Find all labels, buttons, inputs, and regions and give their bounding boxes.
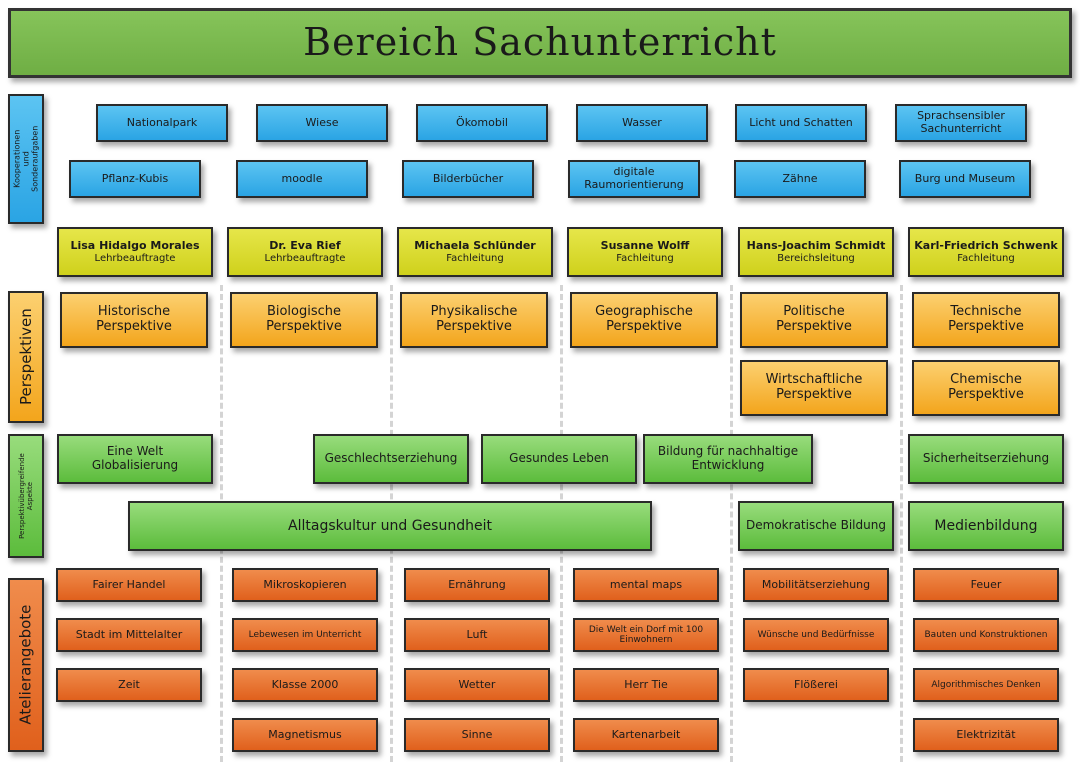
kooperation-box: Ökomobil	[416, 104, 548, 142]
person-role: Fachleitung	[446, 252, 504, 264]
aspekt-box: Demokratische Bildung	[738, 501, 894, 551]
atelier-box: Fairer Handel	[56, 568, 202, 602]
person-role: Bereichsleitung	[777, 252, 855, 264]
person-role: Fachleitung	[616, 252, 674, 264]
aspekt-box: Medienbildung	[908, 501, 1064, 551]
aspekt-box: Eine Welt Globalisierung	[57, 434, 213, 484]
kooperation-box: Bilderbücher	[402, 160, 534, 198]
atelier-box: Luft	[404, 618, 550, 652]
atelier-box: Sinne	[404, 718, 550, 752]
atelier-box: Ernährung	[404, 568, 550, 602]
perspektive-box: Biologische Perspektive	[230, 292, 378, 348]
atelier-box: Bauten und Konstruktionen	[913, 618, 1059, 652]
person-name: Karl-Friedrich Schwenk	[914, 238, 1058, 252]
person-name: Michaela Schlünder	[414, 238, 536, 252]
atelier-box: Magnetismus	[232, 718, 378, 752]
kooperation-box: Pflanz-Kubis	[69, 160, 201, 198]
person-name: Hans-Joachim Schmidt	[746, 238, 886, 252]
side-label-atelier: Atelierangebote	[8, 578, 44, 752]
atelier-box: Feuer	[913, 568, 1059, 602]
kooperation-box: Wasser	[576, 104, 708, 142]
kooperation-box: Wiese	[256, 104, 388, 142]
atelier-box: Mikroskopieren	[232, 568, 378, 602]
atelier-box: Mobilitätserziehung	[743, 568, 889, 602]
side-label-kooperationen: Kooperationen und Sonderaufgaben	[8, 94, 44, 224]
kooperation-box: Nationalpark	[96, 104, 228, 142]
side-label-uebergreifend: Perspektivübergreifende Aspekte	[8, 434, 44, 558]
atelier-box: Klasse 2000	[232, 668, 378, 702]
kooperation-box: Licht und Schatten	[735, 104, 867, 142]
atelier-box: Herr Tie	[573, 668, 719, 702]
person-role: Lehrbeauftragte	[94, 252, 176, 264]
atelier-box: Die Welt ein Dorf mit 100 Einwohnern	[573, 618, 719, 652]
atelier-box: Flößerei	[743, 668, 889, 702]
perspektive-box: Geographische Perspektive	[570, 292, 718, 348]
aspekt-box: Sicherheitserziehung	[908, 434, 1064, 484]
atelier-box: Algorithmisches Denken	[913, 668, 1059, 702]
atelier-box: Wetter	[404, 668, 550, 702]
atelier-box: Lebewesen im Unterricht	[232, 618, 378, 652]
person-role: Lehrbeauftragte	[264, 252, 346, 264]
person-name: Lisa Hidalgo Morales	[70, 238, 200, 252]
kooperation-box: Burg und Museum	[899, 160, 1031, 198]
side-label-text: Perspektiven	[16, 308, 35, 406]
aspekt-box: Alltagskultur und Gesundheit	[128, 501, 652, 551]
kooperation-box: Zähne	[734, 160, 866, 198]
side-label-text: Kooperationen und Sonderaufgaben	[12, 125, 40, 193]
perspektive-box: Chemische Perspektive	[912, 360, 1060, 416]
atelier-box: Kartenarbeit	[573, 718, 719, 752]
perspektive-box: Historische Perspektive	[60, 292, 208, 348]
kooperation-box: Sprachsensibler Sachunterricht	[895, 104, 1027, 142]
person-name: Susanne Wolff	[600, 238, 690, 252]
kooperation-box: moodle	[236, 160, 368, 198]
atelier-box: Elektrizität	[913, 718, 1059, 752]
atelier-box: Stadt im Mittelalter	[56, 618, 202, 652]
aspekt-box: Geschlechtserziehung	[313, 434, 469, 484]
atelier-box: mental maps	[573, 568, 719, 602]
perspektive-box: Technische Perspektive	[912, 292, 1060, 348]
person-name: Dr. Eva Rief	[269, 238, 341, 252]
person-role: Fachleitung	[957, 252, 1015, 264]
column-divider	[900, 285, 903, 762]
atelier-box: Wünsche und Bedürfnisse	[743, 618, 889, 652]
perspektive-box: Wirtschaftliche Perspektive	[740, 360, 888, 416]
side-label-perspektiven: Perspektiven	[8, 291, 44, 423]
aspekt-box: Bildung für nachhaltige Entwicklung	[643, 434, 813, 484]
aspekt-box: Gesundes Leben	[481, 434, 637, 484]
side-label-text: Atelierangebote	[16, 604, 35, 726]
column-divider	[730, 285, 733, 762]
kooperation-box: digitale Raumorientierung	[568, 160, 700, 198]
perspektive-box: Politische Perspektive	[740, 292, 888, 348]
atelier-box: Zeit	[56, 668, 202, 702]
perspektive-box: Physikalische Perspektive	[400, 292, 548, 348]
side-label-text: Perspektivübergreifende Aspekte	[17, 453, 35, 539]
page-title: Bereich Sachunterricht	[8, 8, 1072, 78]
